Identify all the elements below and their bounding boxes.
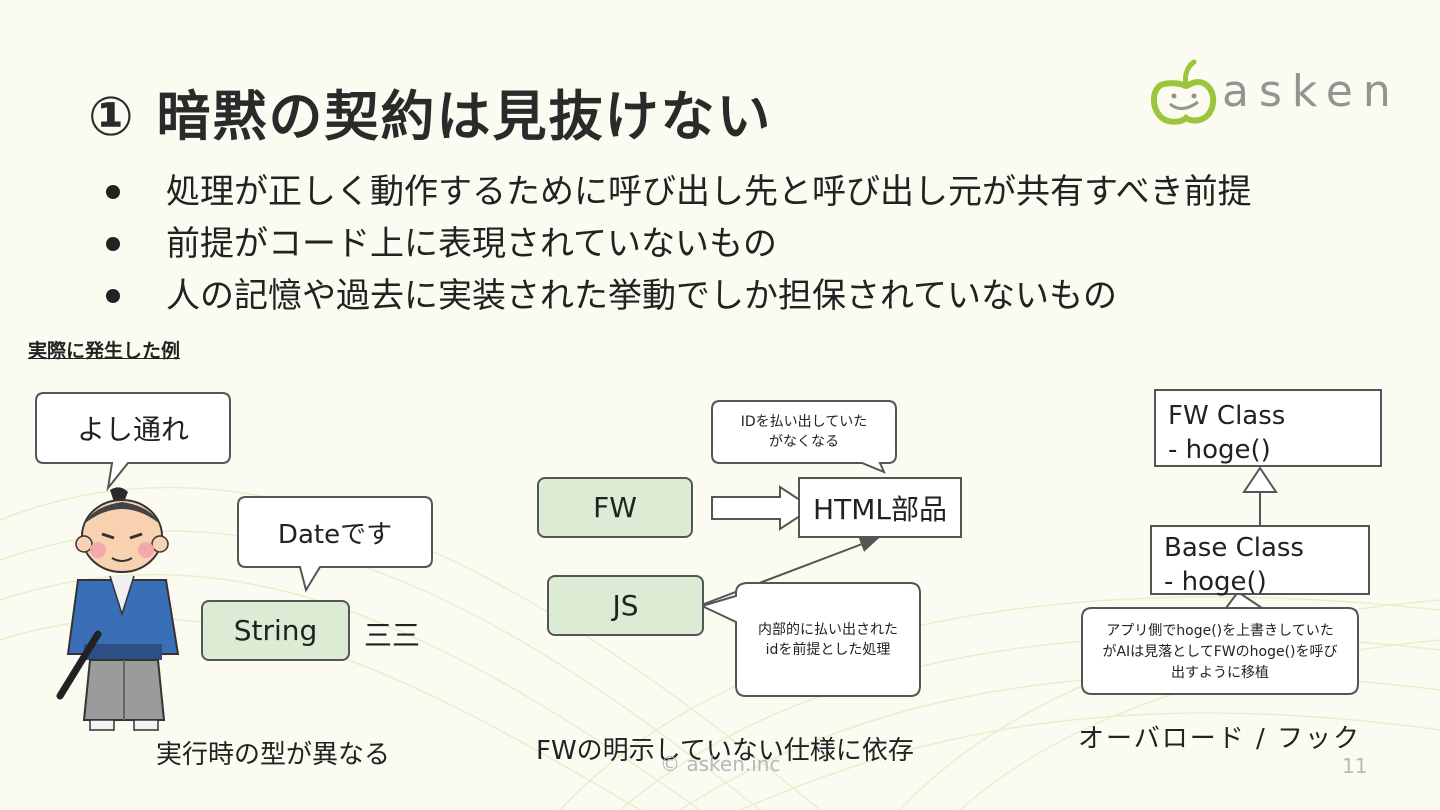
- fw-class-name: FW Class: [1168, 401, 1286, 431]
- samurai-illustration: [56, 487, 180, 731]
- bullet-text: 人の記憶や過去に実装された挙動でしか担保されていないもの: [166, 276, 1117, 316]
- page-number: 11: [1342, 754, 1368, 778]
- caption-type-mismatch: 実行時の型が異なる: [156, 740, 391, 770]
- bullet-list: 処理が正しく動作するために呼び出し先と呼び出し元が共有すべき前提 前提がコード上…: [100, 166, 1252, 322]
- bubble-main-text: よし通れ: [76, 413, 189, 446]
- string-box: String: [201, 600, 350, 661]
- bubble-bottom-text: 内部的に払い出されたidを前提とした処理: [758, 621, 898, 658]
- asken-logo-icon: [1151, 59, 1217, 125]
- caption-fw-dependency: FWの明示していない仕様に依存: [536, 736, 914, 766]
- html-component-box: HTML部品: [798, 477, 962, 538]
- page-title: ① 暗黙の契約は見抜けない: [88, 85, 773, 148]
- base-class-method: - hoge(): [1164, 567, 1267, 597]
- fw-box: FW: [537, 477, 693, 538]
- logo-text: asken: [1222, 66, 1401, 117]
- footer-copyright: © asken.inc: [660, 752, 781, 776]
- bullet-text: 処理が正しく動作するために呼び出し先と呼び出し元が共有すべき前提: [166, 172, 1252, 212]
- example-label: 実際に発生した例: [28, 340, 181, 362]
- bullet-text: 前提がコード上に表現されていないもの: [166, 224, 777, 264]
- bullet-item: 前提がコード上に表現されていないもの: [100, 218, 1252, 270]
- bullet-item: 人の記憶や過去に実装された挙動でしか担保されていないもの: [100, 270, 1252, 322]
- bullet-item: 処理が正しく動作するために呼び出し先と呼び出し元が共有すべき前提: [100, 166, 1252, 218]
- bubble-override-text: アプリ側でhoge()を上書きしていたがAIは見落としてFWのhoge()を呼び…: [1102, 622, 1338, 681]
- js-box: JS: [547, 575, 704, 636]
- bullet-dot-icon: [106, 237, 120, 251]
- bubble-top-text: IDを払い出していたがなくなる: [740, 414, 868, 450]
- bullet-dot-icon: [106, 289, 120, 303]
- fw-class-method: - hoge(): [1168, 435, 1271, 465]
- vibration-marker: 三三: [364, 619, 421, 652]
- base-class-name: Base Class: [1164, 533, 1304, 563]
- caption-overload-hook: オーバロード / フック: [1078, 724, 1362, 754]
- fw-class-box: FW Class - hoge(): [1154, 389, 1382, 467]
- base-class-box: Base Class - hoge(): [1150, 525, 1370, 597]
- bullet-dot-icon: [106, 185, 120, 199]
- bubble-date-text: Dateです: [277, 519, 393, 550]
